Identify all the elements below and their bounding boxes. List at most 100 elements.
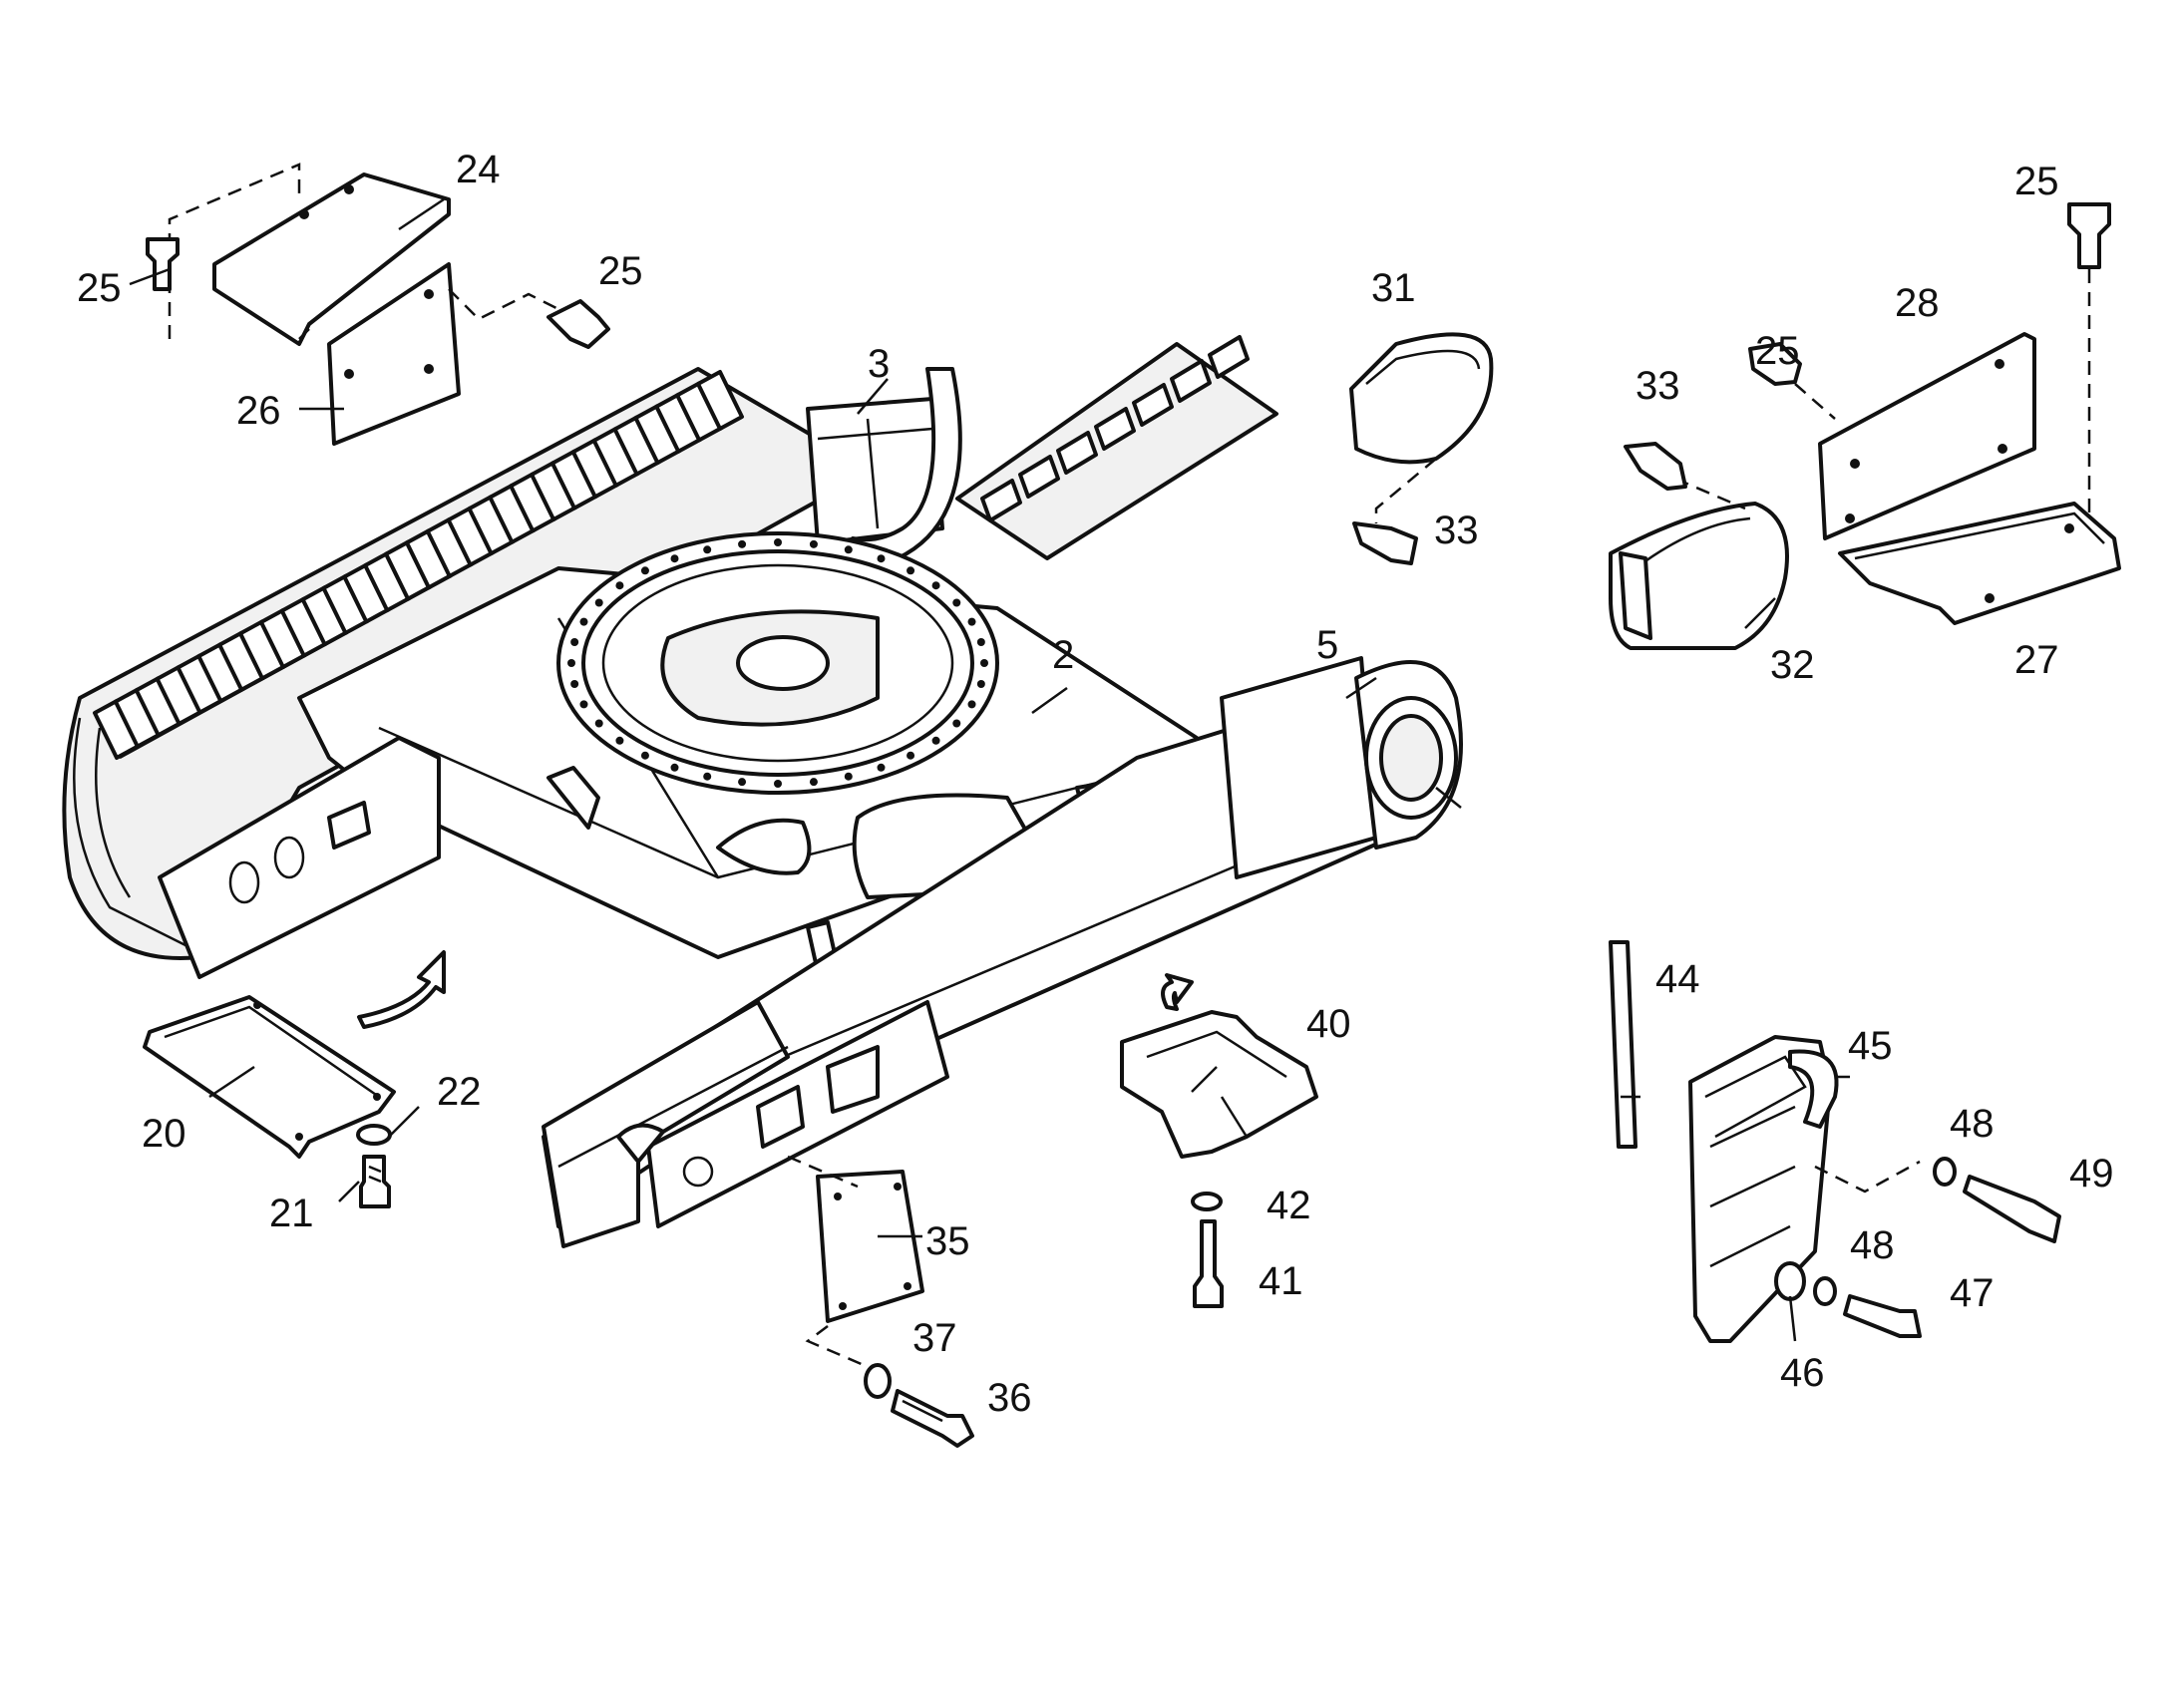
bolt-hole xyxy=(640,751,649,760)
bolt-25 xyxy=(546,299,610,349)
undercarriage-assembly xyxy=(62,335,1463,1248)
cross-member xyxy=(806,397,944,545)
bolt-36 xyxy=(891,1389,974,1448)
bolt-hole xyxy=(976,637,985,646)
chain-link xyxy=(1094,407,1136,451)
callout-35: 35 xyxy=(925,1219,970,1263)
bolt-25 xyxy=(146,237,180,291)
bolt-hole xyxy=(844,772,853,781)
leader-lines xyxy=(129,197,1850,1342)
callout-25: 25 xyxy=(1755,329,1800,373)
bolt-hole xyxy=(774,538,782,546)
callout-31: 31 xyxy=(1371,266,1416,310)
bolt-hole xyxy=(931,736,940,745)
bolt-hole xyxy=(594,719,603,728)
washer-42 xyxy=(1191,1192,1223,1211)
bar-44 xyxy=(1609,940,1637,1149)
bolt-hole xyxy=(670,763,679,772)
callout-25: 25 xyxy=(77,266,122,310)
bracket-40 xyxy=(1120,1010,1318,1308)
bolt-hole xyxy=(877,554,886,563)
washer-48 xyxy=(1813,1276,1837,1306)
bolt-25 xyxy=(1748,342,1802,386)
bolt-hole xyxy=(738,778,747,787)
callout-33: 33 xyxy=(1434,509,1479,552)
callout-27: 27 xyxy=(2014,638,2059,682)
cover-31 xyxy=(1349,332,1494,565)
callout-49: 49 xyxy=(2069,1152,2114,1196)
callout-20: 20 xyxy=(142,1112,186,1156)
bolt-hole xyxy=(931,581,940,590)
callout-32: 32 xyxy=(1770,643,1815,687)
bolt-hole xyxy=(738,539,747,548)
arrow-icon xyxy=(357,950,446,1029)
callout-48: 48 xyxy=(1850,1223,1895,1267)
callout-labels: 2 3 5 20 21 22 24 25 25 25 25 26 27 28 3… xyxy=(77,148,2114,1420)
chain-link xyxy=(1056,431,1098,475)
track-pad xyxy=(696,370,744,431)
bolt-hole xyxy=(594,598,603,607)
callout-41: 41 xyxy=(1259,1259,1303,1303)
bolt-hole xyxy=(967,617,976,626)
bolt-hole xyxy=(952,719,961,728)
bolt-hole xyxy=(774,780,782,788)
bolt-hole xyxy=(877,763,886,772)
bolt-hole xyxy=(703,772,712,781)
chain-link xyxy=(1170,359,1212,403)
callout-5: 5 xyxy=(1316,623,1338,667)
bolt-hole xyxy=(703,545,712,554)
lower-frame-front xyxy=(542,1000,949,1248)
callout-25: 25 xyxy=(2014,160,2059,203)
bracket-24-26 xyxy=(146,163,610,446)
bolt-33 xyxy=(1624,442,1687,491)
swing-bearing xyxy=(556,531,999,795)
bolt-21 xyxy=(359,1155,391,1208)
callout-28: 28 xyxy=(1895,281,1940,325)
bolt-hole xyxy=(907,566,915,575)
bolt-hole xyxy=(579,700,588,709)
bolt-33 xyxy=(1352,521,1418,565)
callout-36: 36 xyxy=(987,1376,1032,1420)
callout-3: 3 xyxy=(868,342,890,386)
callout-26: 26 xyxy=(236,389,281,433)
bolt-hole xyxy=(570,680,579,689)
chain-link xyxy=(980,479,1022,522)
bolt-hole xyxy=(640,566,649,575)
callout-48: 48 xyxy=(1950,1102,1995,1146)
bolt-hole xyxy=(976,680,985,689)
washer-37 xyxy=(864,1363,892,1399)
bolt-hole xyxy=(907,751,915,760)
bolt-hole xyxy=(579,617,588,626)
bolt-hole xyxy=(670,554,679,563)
callout-47: 47 xyxy=(1950,1271,1995,1315)
bolt-hole xyxy=(615,581,624,590)
callout-42: 42 xyxy=(1267,1184,1311,1227)
bolt-25 xyxy=(2067,202,2111,269)
chain-link xyxy=(1018,455,1060,499)
chain-link xyxy=(1132,383,1174,427)
step-45 xyxy=(1688,1035,2061,1343)
bolt-hole xyxy=(615,736,624,745)
bolt-hole xyxy=(567,659,575,667)
callout-24: 24 xyxy=(456,148,501,191)
callout-22: 22 xyxy=(437,1070,482,1114)
chain-link-group xyxy=(980,335,1250,522)
track-pad-group xyxy=(93,370,744,760)
arrow-icon xyxy=(1161,973,1194,1011)
bolt-hole xyxy=(809,539,818,548)
callout-40: 40 xyxy=(1306,1002,1351,1046)
bracket-27-28 xyxy=(1818,202,2121,625)
bolt-hole xyxy=(980,659,988,667)
washer-48 xyxy=(1933,1157,1957,1187)
cover-32 xyxy=(1609,342,1836,650)
callout-25: 25 xyxy=(598,249,643,293)
callout-2: 2 xyxy=(1052,633,1074,677)
cover-plate-20 xyxy=(143,995,396,1208)
bolt-hole xyxy=(952,598,961,607)
callout-37: 37 xyxy=(912,1316,957,1360)
bolt-41 xyxy=(1193,1219,1224,1308)
callout-45: 45 xyxy=(1848,1024,1893,1068)
side-frame-left xyxy=(158,736,441,979)
callout-46: 46 xyxy=(1780,1351,1825,1395)
